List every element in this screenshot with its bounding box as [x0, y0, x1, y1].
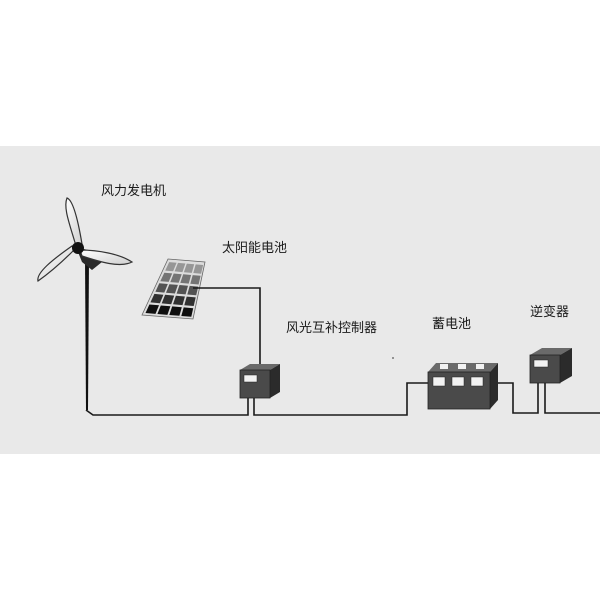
solar-cell	[169, 306, 182, 316]
battery-icon	[427, 363, 498, 410]
wire-solar-to-controller	[193, 287, 261, 370]
solar-cell	[170, 273, 182, 283]
wire-inverter-output	[544, 383, 600, 414]
battery-cell-2	[451, 376, 465, 387]
solar-cell	[180, 274, 192, 284]
solar-cell	[157, 305, 171, 315]
solar-cell	[173, 295, 185, 306]
wind-turbine-label: 风力发电机	[101, 184, 167, 199]
inverter-label: 逆变器	[530, 305, 570, 320]
solar-cell	[184, 296, 196, 306]
solar-cell	[193, 264, 204, 274]
wiring	[85, 287, 600, 416]
solar-cell	[183, 263, 195, 273]
solar-panel-label: 太阳能电池	[222, 241, 288, 256]
inverter-front	[529, 354, 561, 384]
controller-top	[240, 364, 280, 370]
solar-cell	[190, 275, 201, 285]
solar-cell	[155, 283, 168, 293]
diagram-background	[0, 146, 600, 454]
solar-cell	[150, 293, 164, 304]
battery-cell-1	[432, 376, 446, 387]
solar-cell	[181, 307, 194, 317]
solar-cell	[176, 285, 188, 295]
inverter-top	[530, 348, 572, 355]
battery-side	[490, 363, 498, 409]
solar-cell	[165, 262, 177, 272]
wire-controller-to-battery	[253, 382, 428, 416]
controller-icon	[239, 364, 280, 399]
turbine-tower	[85, 258, 89, 410]
turbine-hub	[72, 242, 84, 254]
battery-terminal-1	[440, 364, 448, 369]
inverter-icon	[529, 348, 572, 384]
battery-label: 蓄电池	[432, 317, 472, 332]
controller-side	[270, 364, 280, 398]
wire-battery-to-inverter	[490, 382, 539, 414]
wire-turbine-to-controller	[85, 398, 249, 416]
controller-label: 风光互补控制器	[286, 321, 378, 336]
turbine-blade-right	[79, 249, 134, 266]
battery-cell-3	[470, 376, 484, 387]
turbine-blade-left	[37, 245, 75, 282]
solar-cell	[145, 304, 159, 314]
controller-display	[243, 374, 258, 383]
battery-terminal-2	[458, 364, 466, 369]
controller-front	[239, 369, 271, 399]
inverter-display	[533, 359, 549, 368]
solar-cell	[161, 294, 175, 305]
inverter-side	[560, 348, 572, 383]
turbine-blade-up	[65, 197, 83, 247]
solar-panel-icon	[141, 258, 206, 320]
solar-cells	[145, 262, 204, 317]
battery-terminal-3	[476, 364, 484, 369]
marker-dot	[392, 357, 394, 359]
wind-turbine-icon	[37, 197, 134, 410]
solar-cell	[174, 262, 186, 273]
solar-cell	[160, 272, 173, 282]
solar-cell	[166, 284, 178, 294]
